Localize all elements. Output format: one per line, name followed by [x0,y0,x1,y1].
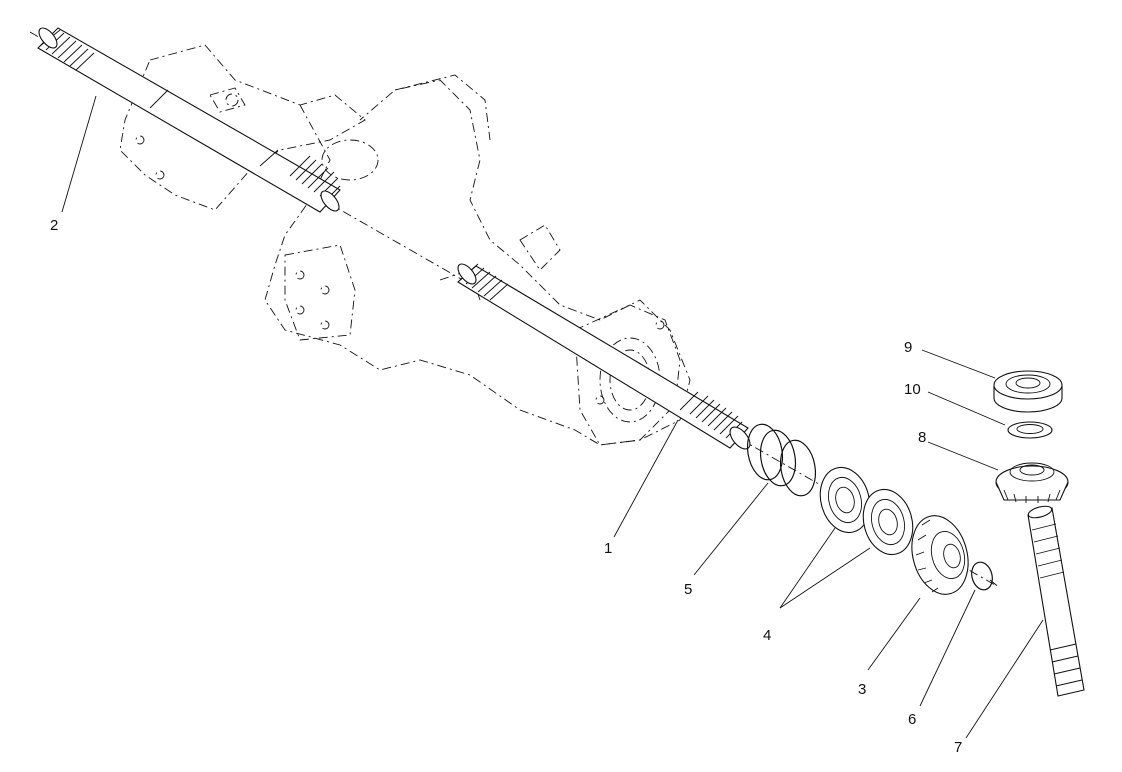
callout-labels: 2 1 5 4 3 6 7 8 10 9 [50,217,962,756]
axle-housing [119,44,691,446]
axle-shaft-left [37,27,341,213]
callout-2: 2 [50,217,58,234]
shim [1007,421,1053,439]
callout-1: 1 [604,540,612,557]
callout-3: 3 [858,681,866,698]
callout-7: 7 [954,739,962,756]
pinion-shaft [1027,505,1085,697]
pinion-gear [995,462,1069,503]
bevel-gear [911,515,969,595]
leader-lines [61,95,1044,739]
callout-4: 4 [763,627,771,644]
callout-6: 6 [908,711,916,728]
callout-10: 10 [904,381,921,398]
axle-shaft-right [457,263,751,450]
bearings [819,466,914,556]
retaining-rings [746,423,817,497]
upper-bearing [993,370,1063,413]
snap-ring [971,561,993,591]
callout-9: 9 [904,339,912,356]
callout-8: 8 [918,429,926,446]
callout-5: 5 [684,581,692,598]
